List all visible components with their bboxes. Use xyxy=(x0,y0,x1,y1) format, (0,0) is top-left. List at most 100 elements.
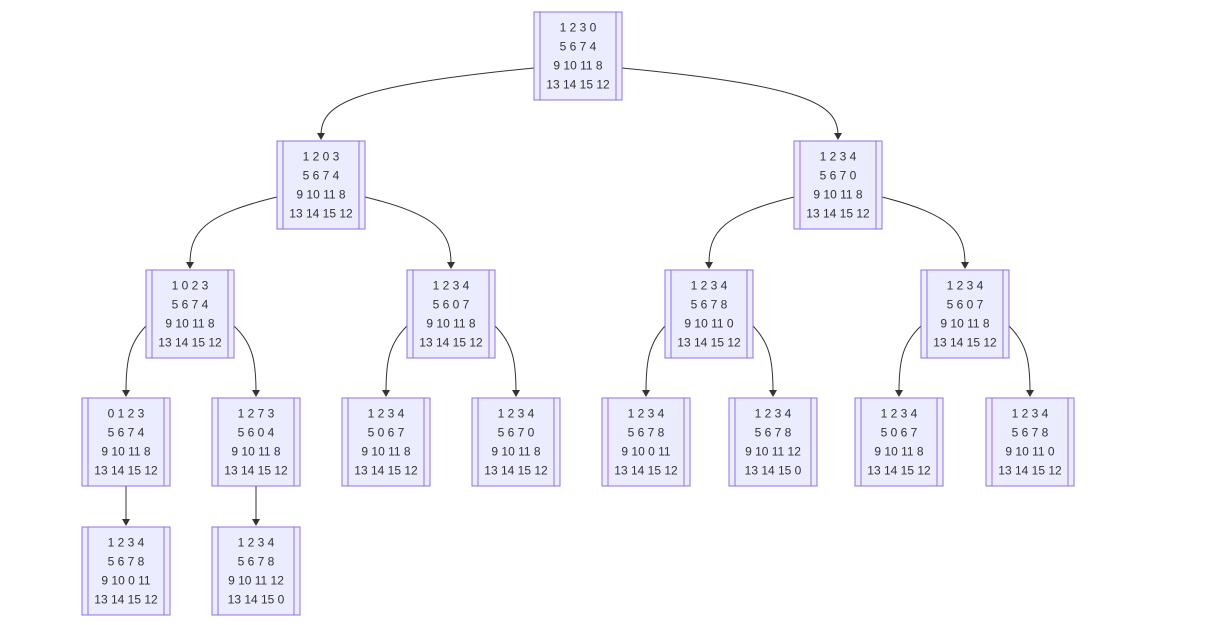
edge-n1-n4 xyxy=(364,196,452,265)
arrowhead-n3-n8 xyxy=(252,390,260,397)
node-row-4: 13 14 15 12 xyxy=(94,593,158,607)
node-row-3: 9 10 11 8 xyxy=(426,317,475,331)
arrowhead-n6-n13 xyxy=(895,390,903,397)
node-row-4: 13 14 15 12 xyxy=(94,464,158,478)
edge-n5-n12 xyxy=(752,325,774,393)
node-row-1: 1 2 3 4 xyxy=(433,279,470,293)
node-row-4: 13 14 15 12 xyxy=(354,464,418,478)
arrowhead-n5-n11 xyxy=(642,390,650,397)
arrowhead-n0-n1 xyxy=(317,133,325,140)
node-box xyxy=(145,269,235,359)
node-row-1: 1 2 3 4 xyxy=(820,150,857,164)
arrowhead-n6-n14 xyxy=(1026,390,1034,397)
node-row-3: 9 10 11 0 xyxy=(684,317,733,331)
node-row-3: 9 10 11 12 xyxy=(228,574,284,588)
arrowhead-n0-n2 xyxy=(834,133,842,140)
arrowhead-n8-n16 xyxy=(252,519,260,526)
tree-node-n7: 0 1 2 35 6 7 49 10 11 813 14 15 12 xyxy=(81,397,171,487)
node-row-2: 5 6 0 7 xyxy=(433,298,470,312)
node-box xyxy=(854,397,944,487)
node-row-1: 1 2 3 4 xyxy=(947,279,984,293)
node-row-2: 5 6 7 8 xyxy=(1012,426,1049,440)
node-row-3: 9 10 0 11 xyxy=(621,445,670,459)
node-row-3: 9 10 11 8 xyxy=(813,188,862,202)
node-row-3: 9 10 11 12 xyxy=(745,445,801,459)
node-row-1: 1 2 3 4 xyxy=(881,407,918,421)
tree-node-n1: 1 2 0 35 6 7 49 10 11 813 14 15 12 xyxy=(276,140,366,230)
arrowhead-n2-n5 xyxy=(705,262,713,269)
arrowhead-n7-n15 xyxy=(122,519,130,526)
node-row-4: 13 14 15 12 xyxy=(806,207,870,221)
node-row-1: 1 2 3 4 xyxy=(628,407,665,421)
edge-n5-n11 xyxy=(645,325,666,393)
node-row-1: 1 2 3 4 xyxy=(238,536,275,550)
node-row-4: 13 14 15 0 xyxy=(745,464,802,478)
edge-n0-n2 xyxy=(621,67,839,136)
node-row-2: 5 6 7 8 xyxy=(691,298,728,312)
arrowhead-n4-n9 xyxy=(382,390,390,397)
node-box xyxy=(276,140,366,230)
node-row-2: 5 0 6 7 xyxy=(881,426,918,440)
node-row-1: 1 0 2 3 xyxy=(172,279,209,293)
edge-n4-n10 xyxy=(494,325,517,393)
edge-n2-n6 xyxy=(881,196,966,265)
node-row-2: 5 6 7 4 xyxy=(303,169,340,183)
node-row-2: 5 6 7 8 xyxy=(628,426,665,440)
node-box xyxy=(81,526,171,616)
node-row-2: 5 6 7 8 xyxy=(238,555,275,569)
node-row-1: 1 2 0 3 xyxy=(303,150,340,164)
node-row-1: 1 2 3 4 xyxy=(108,536,145,550)
arrowhead-n3-n7 xyxy=(122,390,130,397)
node-row-2: 5 6 7 0 xyxy=(498,426,535,440)
node-row-1: 1 2 3 4 xyxy=(368,407,405,421)
edge-n1-n3 xyxy=(189,196,278,265)
node-box xyxy=(471,397,561,487)
node-row-1: 1 2 3 4 xyxy=(498,407,535,421)
node-row-4: 13 14 15 12 xyxy=(419,336,483,350)
node-row-1: 1 2 3 0 xyxy=(560,21,597,35)
node-box xyxy=(793,140,883,230)
edge-n3-n7 xyxy=(125,325,147,393)
tree-node-n6: 1 2 3 45 6 0 79 10 11 813 14 15 12 xyxy=(920,269,1010,359)
node-row-4: 13 14 15 12 xyxy=(546,78,610,92)
node-box xyxy=(341,397,431,487)
nodes-layer: 1 2 3 0 5 6 7 4 9 10 11 8 13 14 15 12 1 2 0 … xyxy=(81,11,1075,616)
node-row-3: 9 10 11 8 xyxy=(553,59,602,73)
edge-n2-n5 xyxy=(708,196,795,265)
node-row-4: 13 14 15 12 xyxy=(867,464,931,478)
arrowhead-n2-n6 xyxy=(961,262,969,269)
node-row-2: 5 6 7 8 xyxy=(755,426,792,440)
node-row-1: 1 2 3 4 xyxy=(755,407,792,421)
node-row-1: 1 2 7 3 xyxy=(238,407,275,421)
tree-node-n11: 1 2 3 4 5 6 7 8 9 10 0 11 13 14 15 12 xyxy=(601,397,691,487)
node-row-4: 13 14 15 12 xyxy=(998,464,1062,478)
tree-node-n10: 1 2 3 45 6 7 09 10 11 813 14 15 12 xyxy=(471,397,561,487)
node-row-2: 5 6 7 0 xyxy=(820,169,857,183)
node-box xyxy=(211,526,301,616)
node-row-1: 1 2 3 4 xyxy=(691,279,728,293)
node-row-3: 9 10 11 8 xyxy=(231,445,280,459)
edge-n0-n1 xyxy=(320,67,535,136)
node-box xyxy=(601,397,691,487)
edge-n4-n9 xyxy=(385,325,408,393)
arrowhead-n4-n10 xyxy=(512,390,520,397)
node-box xyxy=(920,269,1010,359)
tree-node-n4: 1 2 3 4 5 6 0 7 9 10 11 8 13 14 15 12 xyxy=(406,269,496,359)
node-row-2: 5 6 0 4 xyxy=(238,426,275,440)
node-row-3: 9 10 11 8 xyxy=(874,445,923,459)
node-row-4: 13 14 15 12 xyxy=(677,336,741,350)
node-box xyxy=(81,397,171,487)
node-row-2: 5 6 7 4 xyxy=(172,298,209,312)
node-row-3: 9 10 11 8 xyxy=(361,445,410,459)
arrowhead-n5-n12 xyxy=(769,390,777,397)
node-row-2: 5 6 0 7 xyxy=(947,298,984,312)
tree-node-n8: 1 2 7 35 6 0 49 10 11 813 14 15 12 xyxy=(211,397,301,487)
edge-n3-n8 xyxy=(233,325,257,393)
node-row-4: 13 14 15 12 xyxy=(614,464,678,478)
node-box xyxy=(985,397,1075,487)
tree-node-n0: 1 2 3 05 6 7 49 10 11 813 14 15 12 xyxy=(533,11,623,101)
tree-node-n3: 1 0 2 35 6 7 49 10 11 813 14 15 12 xyxy=(145,269,235,359)
